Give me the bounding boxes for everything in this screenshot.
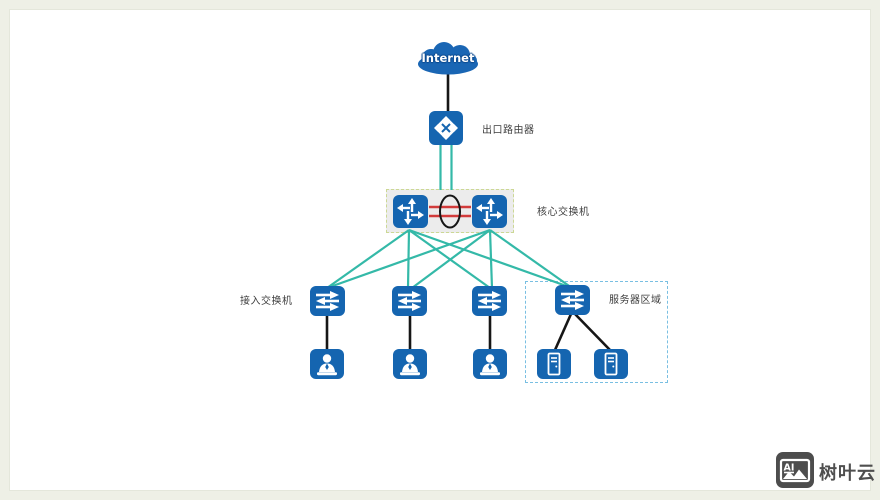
server-icon [537, 349, 571, 379]
internet-cloud: Internet [414, 42, 482, 76]
internet-label: Internet [421, 51, 475, 65]
user-icon [310, 349, 344, 379]
user-icon [473, 349, 507, 379]
watermark-logo: AI [776, 452, 814, 488]
exit-router-node [429, 111, 463, 145]
core-switch-label: 核心交换机 [537, 207, 590, 218]
server-area-switch [555, 285, 590, 315]
user-terminal-1 [310, 349, 344, 379]
exit-router-label: 出口路由器 [482, 125, 535, 136]
svg-text:AI: AI [784, 463, 795, 474]
server-icon [594, 349, 628, 379]
access-switch-1 [310, 286, 345, 316]
user-terminal-2 [393, 349, 427, 379]
switch-icon [392, 286, 427, 316]
core-switch-icon [472, 195, 507, 228]
watermark-brand-text: 树叶云 [819, 463, 876, 484]
core-switch-icon [393, 195, 428, 228]
switch-icon [555, 285, 590, 315]
server-area-label: 服务器区域 [609, 295, 662, 306]
core-switch-left [393, 195, 428, 228]
access-switch-label: 接入交换机 [240, 296, 293, 307]
diagram-canvas [9, 9, 871, 491]
switch-icon [472, 286, 507, 316]
access-switch-2 [392, 286, 427, 316]
cloud-icon [418, 42, 478, 75]
access-switch-3 [472, 286, 507, 316]
user-icon [393, 349, 427, 379]
server-1 [537, 349, 571, 379]
switch-icon [310, 286, 345, 316]
user-terminal-3 [473, 349, 507, 379]
server-2 [594, 349, 628, 379]
router-icon [429, 111, 463, 145]
ai-image-icon: AI [779, 458, 811, 483]
core-switch-right [472, 195, 507, 228]
